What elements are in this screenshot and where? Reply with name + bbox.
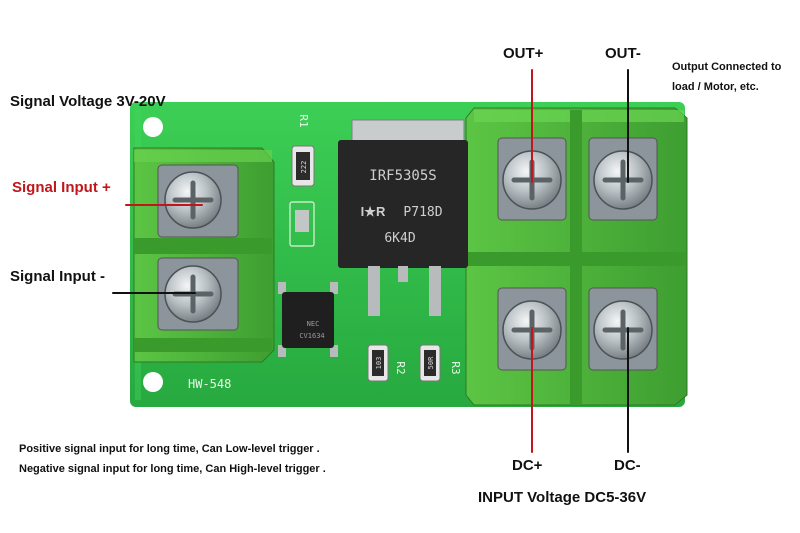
mosfet-part-number: IRF5305S [369, 168, 436, 184]
pointer-lines [112, 69, 629, 453]
mosfet-lot-code: 6K4D [384, 231, 415, 246]
svg-text:NEC: NEC [307, 320, 320, 328]
signal-input-plus-label: Signal Input + [12, 179, 111, 196]
dc-minus-label: DC- [614, 457, 641, 474]
svg-text:103: 103 [375, 357, 383, 370]
output-note-line2: load / Motor, etc. [672, 81, 759, 93]
note-line-1: Positive signal input for long time, Can… [19, 443, 320, 455]
input-voltage-label: INPUT Voltage DC5-36V [478, 489, 647, 506]
output-note-line1: Output Connected to [672, 61, 782, 73]
out-plus-label: OUT+ [503, 45, 544, 62]
led-component [289, 201, 315, 247]
svg-text:CV1634: CV1634 [299, 332, 324, 340]
r2-resistor: 103 R2 [367, 344, 407, 382]
board-model-silkscreen: HW-548 [188, 377, 231, 391]
r1-silkscreen: R1 [297, 114, 310, 127]
svg-text:50R: 50R [427, 356, 435, 369]
svg-text:222: 222 [300, 161, 308, 174]
mosfet-chip: IRF5305S I★R P718D 6K4D [338, 119, 468, 316]
mosfet-date-code: P718D [403, 205, 442, 220]
signal-voltage-label: Signal Voltage 3V-20V [10, 93, 166, 110]
optocoupler-chip: NEC CV1634 [278, 282, 338, 357]
mosfet-logo: I★R [361, 204, 386, 219]
mount-hole-top [143, 117, 163, 137]
power-terminal-block [465, 107, 688, 406]
dc-plus-label: DC+ [512, 457, 543, 474]
r1-resistor: 222 R1 [291, 114, 315, 187]
r2-silkscreen: R2 [394, 361, 407, 374]
note-line-2: Negative signal input for long time, Can… [19, 463, 326, 475]
r3-resistor: 50R R3 [419, 344, 462, 382]
r3-silkscreen: R3 [449, 361, 462, 374]
out-minus-label: OUT- [605, 45, 641, 62]
signal-input-minus-label: Signal Input - [10, 268, 105, 285]
mount-hole-bottom [143, 372, 163, 392]
signal-terminal-block [133, 147, 275, 363]
